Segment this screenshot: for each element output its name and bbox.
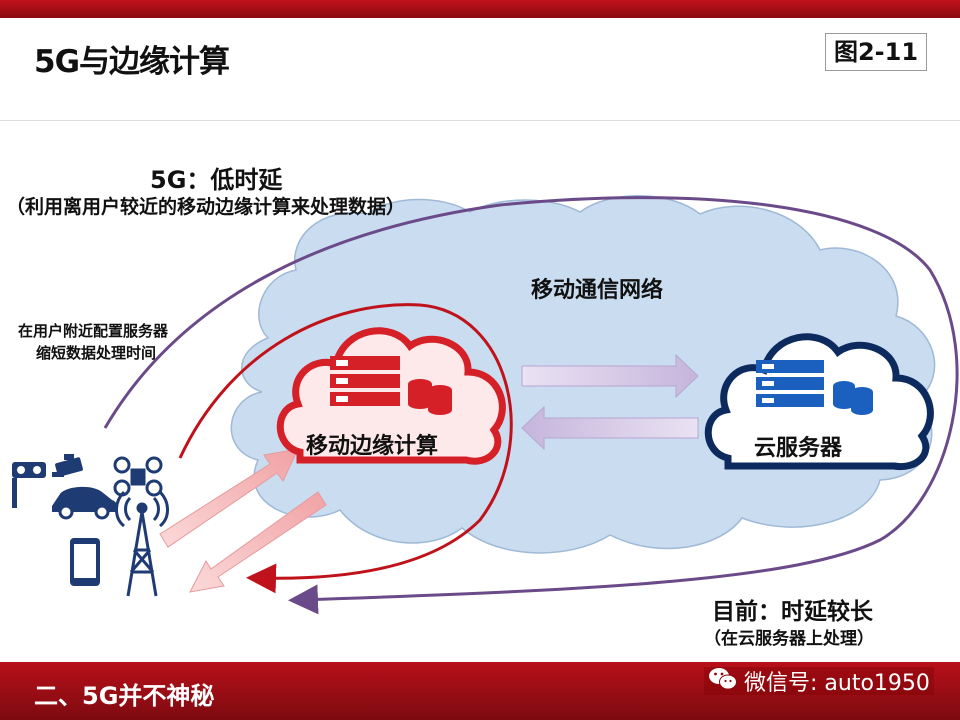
wechat-id-text: 微信号: auto1950 (744, 671, 930, 696)
car-icon (52, 486, 118, 520)
cloud-database-icon (833, 381, 873, 415)
edge-server-icon (330, 356, 400, 406)
low-latency-title: 5G：低时延 (150, 166, 283, 194)
wechat-watermark: 微信号: auto1950 (704, 666, 934, 696)
low-latency-note: （利用离用户较近的移动边缘计算来处理数据） (6, 196, 406, 218)
camera-icon (52, 454, 83, 477)
top-banner (0, 0, 960, 18)
to-cloud-arrow (521, 353, 699, 399)
edge-node-label: 移动边缘计算 (306, 434, 439, 459)
current-latency-note: （在云服务器上处理） (704, 629, 874, 649)
drone-icon (113, 456, 163, 497)
cloud-server-icon (756, 360, 824, 407)
edge-database-icon (408, 379, 452, 415)
section-title: 二、5G并不神秘 (34, 682, 215, 710)
from-edge-arrow (189, 491, 327, 593)
cloud-node-label: 云服务器 (754, 436, 843, 461)
edge-latency-path (178, 303, 513, 594)
bottom-banner (0, 662, 960, 720)
header-divider (0, 120, 960, 121)
edge-note-line1: 在用户附近配置服务器 (18, 322, 169, 340)
wechat-icon (708, 666, 738, 696)
cell-tower-icon (115, 490, 169, 597)
edge-computing-node (276, 327, 506, 465)
network-label: 移动通信网络 (531, 278, 664, 303)
from-cloud-arrow (521, 405, 699, 451)
cloud-latency-path (103, 196, 959, 615)
slide-title: 5G与边缘计算 (34, 44, 230, 80)
current-latency-title: 目前：时延较长 (712, 599, 873, 625)
figure-label: 图2-11 (825, 33, 927, 71)
cloud-server-node (704, 333, 934, 471)
to-edge-arrow (159, 448, 299, 548)
smartphone-icon (70, 538, 100, 586)
edge-note-line2: 缩短数据处理时间 (36, 344, 157, 362)
traffic-light-icon (12, 462, 46, 508)
